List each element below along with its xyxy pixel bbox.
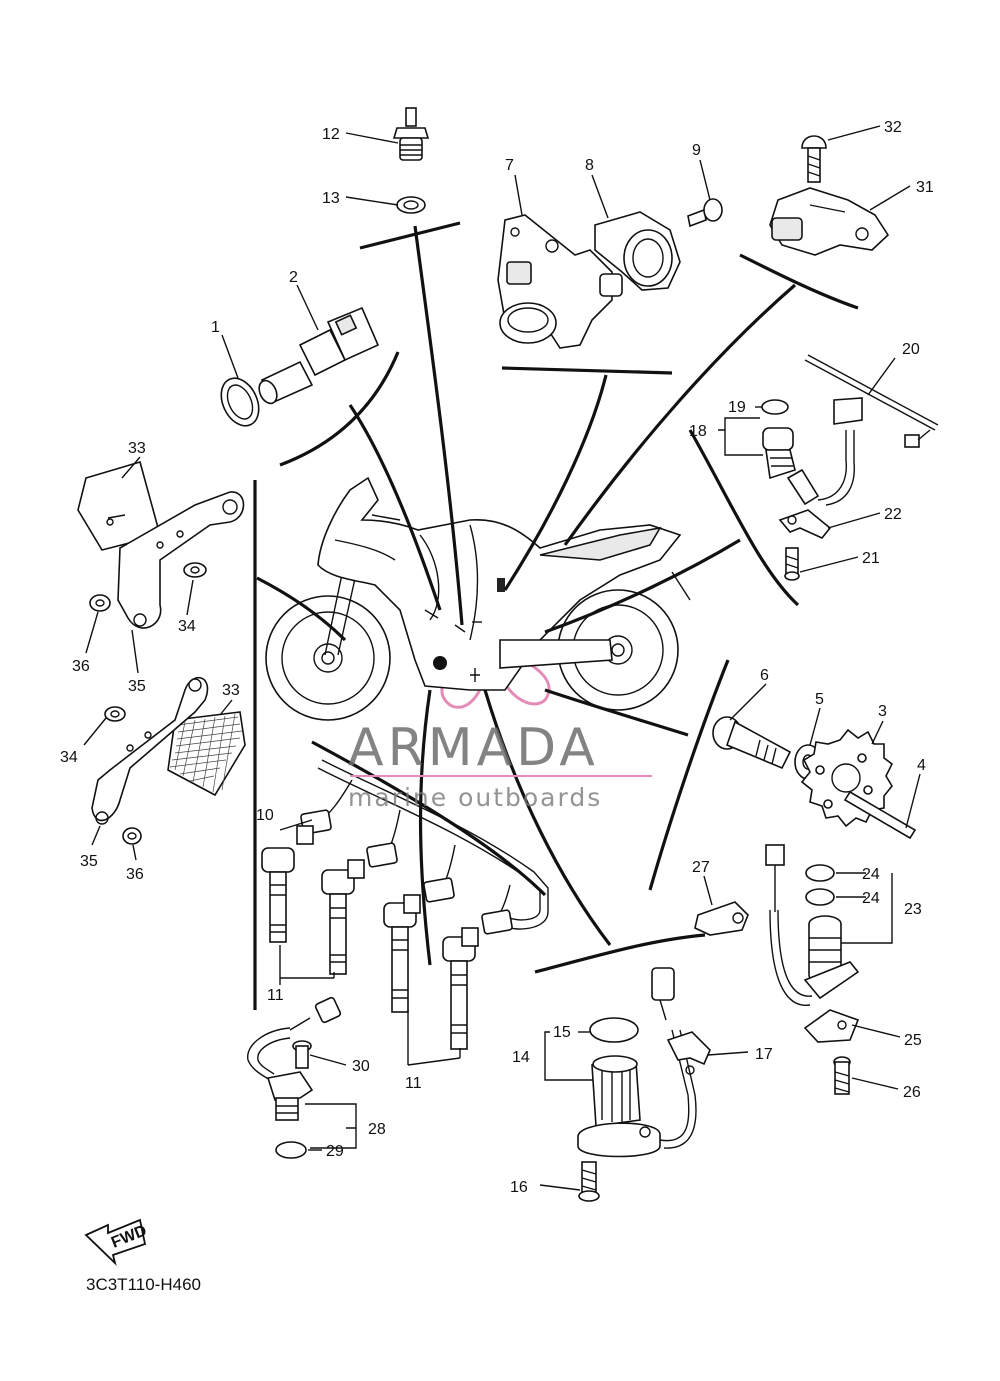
callout-6: 6 bbox=[760, 667, 769, 684]
part-7-throttle-body-sensor bbox=[497, 214, 623, 349]
callout-8: 8 bbox=[585, 157, 594, 174]
callout-numbers: 1 2 3 4 5 6 7 8 9 10 11 11 12 13 14 15 1… bbox=[60, 119, 934, 1196]
watermark-brand: ARMADA bbox=[348, 718, 599, 778]
part-30-bolt bbox=[292, 1040, 312, 1069]
callout-leaders bbox=[83, 125, 921, 1191]
part-20-wire-lead bbox=[804, 354, 939, 448]
part-36-washer-lower bbox=[122, 827, 142, 845]
callout-11b: 11 bbox=[405, 1075, 422, 1092]
callout-32: 32 bbox=[884, 119, 902, 136]
part-29-o-ring bbox=[275, 1141, 307, 1159]
part-12-oil-pressure-switch bbox=[392, 107, 430, 161]
callout-24b: 24 bbox=[862, 890, 880, 907]
callout-1: 1 bbox=[211, 319, 220, 336]
part-27-plate bbox=[694, 901, 749, 936]
callout-7: 7 bbox=[505, 157, 514, 174]
callout-10: 10 bbox=[256, 807, 274, 824]
part-35-bracket bbox=[117, 491, 245, 629]
diagram-code: 3C3T110-H460 bbox=[86, 1275, 201, 1294]
callout-30: 30 bbox=[352, 1058, 370, 1075]
part-24-o-ring bbox=[805, 864, 835, 882]
part-8-throttle-position-sensor bbox=[594, 211, 681, 291]
callout-19: 19 bbox=[728, 399, 746, 416]
part-1-gasket bbox=[220, 377, 260, 427]
callout-17: 17 bbox=[755, 1046, 773, 1063]
callout-28: 28 bbox=[368, 1121, 386, 1138]
callout-5: 5 bbox=[815, 691, 824, 708]
callout-24a: 24 bbox=[862, 866, 880, 883]
part-6-bolt bbox=[712, 716, 792, 770]
part-28-sensor bbox=[247, 996, 342, 1121]
part-33-reflector-lower bbox=[167, 711, 246, 797]
part-35-bracket-lower bbox=[91, 676, 209, 825]
callout-4: 4 bbox=[917, 757, 926, 774]
part-4-pin bbox=[843, 790, 917, 840]
callout-33a: 33 bbox=[128, 440, 146, 457]
callout-9: 9 bbox=[692, 142, 701, 159]
part-32-screw bbox=[801, 135, 827, 183]
callout-36a: 36 bbox=[72, 658, 90, 675]
motorcycle-silhouette bbox=[265, 476, 691, 721]
callout-16: 16 bbox=[510, 1179, 528, 1196]
callout-31: 31 bbox=[916, 179, 934, 196]
part-34-nut-lower bbox=[104, 706, 126, 722]
part-21-bolt bbox=[784, 547, 800, 581]
callout-36b: 36 bbox=[126, 866, 144, 883]
part-25-plate bbox=[803, 1009, 860, 1043]
watermark: ARMADA marine outboards bbox=[348, 718, 652, 812]
part-26-bolt bbox=[833, 1056, 851, 1095]
part-17-clamp bbox=[666, 1031, 711, 1075]
callout-22: 22 bbox=[884, 506, 902, 523]
callout-18: 18 bbox=[689, 423, 707, 440]
part-13-gasket bbox=[396, 196, 426, 214]
part-14-sensor-assembly bbox=[577, 967, 697, 1158]
callout-15: 15 bbox=[553, 1024, 571, 1041]
callout-35b: 35 bbox=[80, 853, 98, 870]
part-3-sensor-rotor bbox=[800, 728, 894, 828]
part-22-clamp bbox=[778, 509, 832, 539]
callout-27: 27 bbox=[692, 859, 710, 876]
callout-20: 20 bbox=[902, 341, 920, 358]
callout-29: 29 bbox=[326, 1143, 344, 1160]
part-16-bolt bbox=[578, 1161, 600, 1202]
part-15-o-ring bbox=[589, 1017, 639, 1043]
callout-26: 26 bbox=[903, 1084, 921, 1101]
callout-21: 21 bbox=[862, 550, 880, 567]
fwd-arrow-icon: FWD bbox=[84, 1218, 149, 1266]
watermark-tagline: marine outboards bbox=[348, 783, 602, 812]
callout-23: 23 bbox=[904, 901, 922, 918]
part-31-pressure-sensor bbox=[769, 187, 890, 256]
callout-13: 13 bbox=[322, 190, 340, 207]
part-9-screw bbox=[687, 198, 723, 228]
callout-2: 2 bbox=[289, 269, 298, 286]
callout-34b: 34 bbox=[60, 749, 78, 766]
callout-3: 3 bbox=[878, 703, 887, 720]
callout-35a: 35 bbox=[128, 678, 146, 695]
callout-33b: 33 bbox=[222, 682, 240, 699]
callout-11a: 11 bbox=[267, 987, 284, 1004]
part-24-o-ring-2 bbox=[805, 888, 835, 906]
part-10-wire-harness bbox=[300, 759, 549, 935]
callout-12: 12 bbox=[322, 126, 340, 143]
part-18-speed-sensor bbox=[762, 397, 863, 506]
part-34-nut bbox=[183, 562, 207, 578]
callout-25: 25 bbox=[904, 1032, 922, 1049]
part-19-o-ring bbox=[761, 399, 789, 415]
part-11-ignition-coils bbox=[261, 825, 479, 1050]
leader-lines bbox=[256, 225, 797, 966]
callout-34a: 34 bbox=[178, 618, 196, 635]
part-36-washer bbox=[89, 594, 111, 612]
part-23-crank-position-sensor bbox=[765, 844, 860, 1006]
callout-14: 14 bbox=[512, 1049, 530, 1066]
part-2-thermo-unit bbox=[258, 306, 380, 405]
